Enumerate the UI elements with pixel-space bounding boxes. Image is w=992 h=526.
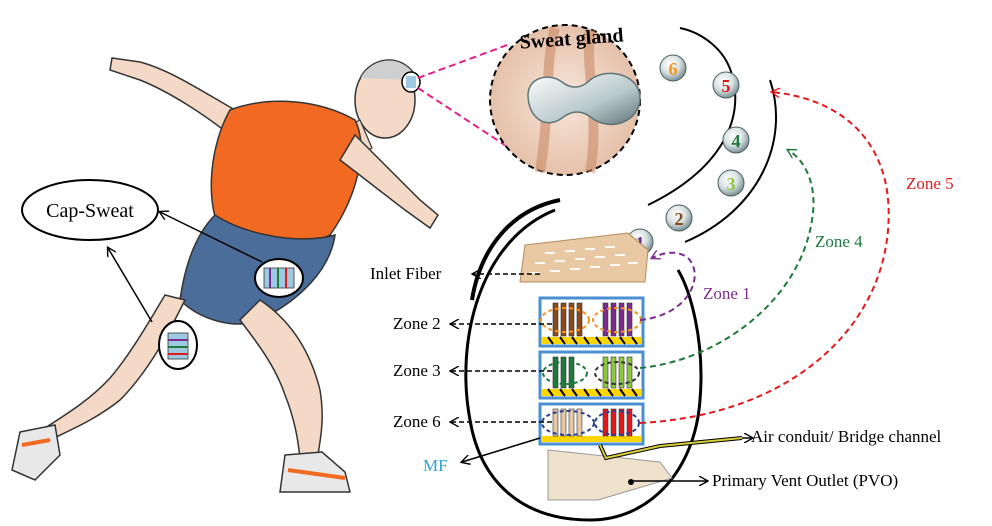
bead-2: 2	[666, 205, 692, 231]
calf-patch	[159, 321, 197, 369]
chamber-zone-6	[540, 404, 643, 444]
zone-5-label: Zone 5	[906, 174, 954, 193]
air-conduit-label: Air conduit/ Bridge channel	[751, 427, 942, 446]
zone-5-flow	[640, 92, 889, 423]
thigh-patch	[255, 259, 303, 297]
bead-6: 6	[660, 55, 686, 81]
bead-4: 4	[723, 127, 749, 153]
pvo-label: Primary Vent Outlet (PVO)	[712, 471, 898, 490]
inlet-fiber-label: Inlet Fiber	[370, 264, 442, 283]
cap-sweat-label: Cap-Sweat	[46, 200, 134, 222]
zone-4-label: Zone 4	[815, 232, 863, 251]
mf-label: MF	[423, 456, 448, 475]
bead-4-number: 4	[732, 131, 741, 151]
right-labels: Air conduit/ Bridge channel Primary Vent…	[633, 92, 954, 490]
bead-3-number: 3	[727, 174, 736, 194]
zone-6-label: Zone 6	[393, 412, 441, 431]
chamber-zone-2	[540, 298, 643, 346]
zone-2-label: Zone 2	[393, 314, 441, 333]
device-cross-section	[466, 200, 742, 520]
bead-3: 3	[718, 170, 744, 196]
inner-arc	[685, 80, 776, 242]
sweat-gland-zoom: Sweat gland	[418, 24, 640, 175]
zone-3-label: Zone 3	[393, 361, 441, 380]
bead-2-number: 2	[675, 209, 684, 229]
bead-sequence: 6 5 4 3 2 1	[627, 55, 749, 255]
bead-6-number: 6	[669, 59, 678, 79]
bead-5-number: 5	[722, 76, 731, 96]
chamber-zone-3	[540, 352, 643, 398]
zone-1-label: Zone 1	[703, 284, 751, 303]
bead-5: 5	[713, 72, 739, 98]
left-labels: Inlet Fiber Zone 2 Zone 3 Zone 6 MF	[370, 264, 552, 475]
forehead-patch	[402, 72, 420, 92]
